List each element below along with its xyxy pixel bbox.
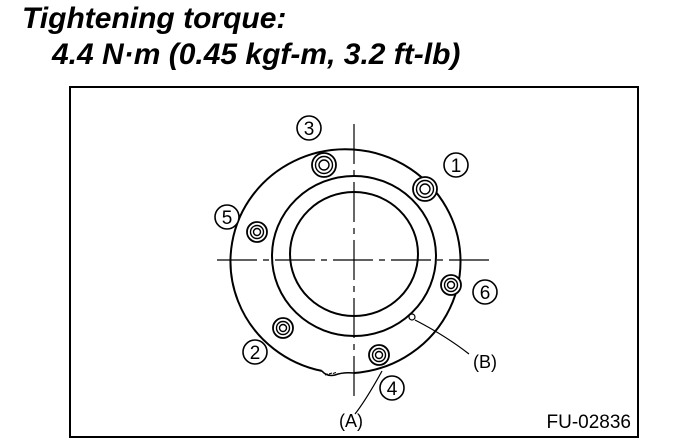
notch-ticks: [324, 372, 337, 376]
order-number-6: 6: [480, 283, 491, 304]
bolt-5: [246, 221, 268, 243]
bore-opening: [289, 191, 419, 317]
center-lines: [217, 124, 491, 400]
bolt-1: [412, 176, 438, 202]
order-number-4: 4: [387, 379, 398, 400]
order-marker-2: 2: [242, 339, 268, 365]
outer-flange-edge: [229, 148, 462, 374]
torque-value: 4.4 N·m (0.45 kgf-m, 3.2 ft-lb): [52, 38, 461, 71]
leader-a: [354, 370, 383, 415]
order-marker-5: 5: [214, 204, 240, 230]
figure-code: FU-02836: [547, 412, 632, 433]
inner-ring: [271, 175, 437, 337]
bolt-2: [272, 317, 294, 339]
bolt-3: [311, 152, 337, 178]
leader-b: [414, 319, 470, 355]
label-b: (B): [473, 352, 497, 372]
heading-title: Tightening torque:: [22, 2, 287, 35]
order-marker-6: 6: [472, 279, 498, 305]
order-number-5: 5: [222, 208, 233, 229]
order-marker-1: 1: [443, 152, 469, 178]
order-number-3: 3: [304, 119, 315, 140]
order-marker-4: 4: [379, 375, 405, 401]
order-number-1: 1: [451, 156, 462, 177]
flange-diagram: (B) (A): [214, 115, 632, 433]
label-a: (A): [339, 411, 363, 431]
flange-notch: [321, 370, 355, 377]
bolt-6: [440, 274, 462, 296]
figure-frame: (B) (A): [69, 86, 639, 438]
order-number-2: 2: [250, 343, 261, 364]
marker-b-dot: [408, 313, 416, 321]
order-marker-3: 3: [296, 115, 322, 141]
bolt-4: [368, 344, 390, 366]
